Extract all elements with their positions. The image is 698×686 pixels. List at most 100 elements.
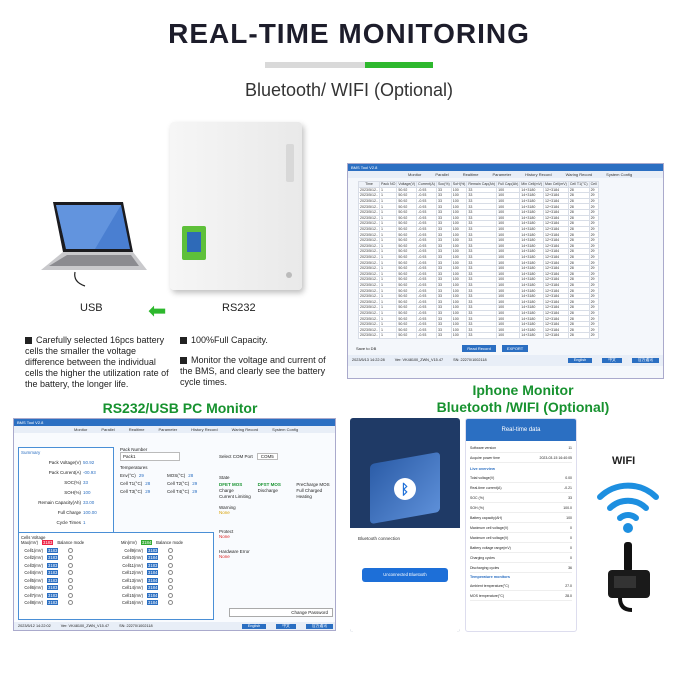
pack-number-label: Pack Number (120, 447, 148, 452)
table-cell: 2023/5/12.. (358, 186, 380, 194)
menu-item[interactable]: System Config (606, 172, 633, 177)
menu-item[interactable]: Realtime (462, 172, 479, 177)
menu-item[interactable]: History Record (191, 427, 218, 432)
cell-key: Cell16(mV) (122, 600, 143, 605)
state-item: Heating (296, 494, 312, 499)
summary-row: Remain Capacity(Ah)33.00 (21, 500, 111, 505)
export-button[interactable]: EXPORT (501, 345, 529, 352)
menu-item[interactable]: Waring Record (231, 427, 259, 432)
column-header[interactable]: Remain Cap(Ah) (466, 181, 498, 188)
summary-value: -00.93 (83, 470, 96, 475)
phone-data-value: 100.0 (563, 505, 572, 510)
bluetooth-connection-label: Bluetooth connection (358, 536, 401, 541)
column-header[interactable]: Voltage(V) (396, 181, 418, 188)
summary-key: Pack Current(A) (48, 470, 81, 475)
table-cell: 12+3184 (543, 304, 569, 311)
column-header[interactable]: SoH(%) (450, 181, 468, 188)
unconnected-bluetooth-button[interactable]: Unconnected Bluetooth (362, 568, 448, 582)
column-header[interactable]: Full Cap(Ah) (496, 181, 521, 188)
cell-row: Cell2(mV)3183 (21, 555, 111, 560)
cell-key: Cell13(mV) (122, 577, 143, 583)
cell-row: Cell6(mV)3183 (21, 585, 111, 590)
table-cell: 2023/5/12.. (358, 220, 380, 227)
change-password-button[interactable]: Change Password (229, 608, 333, 617)
menu-item[interactable]: Parameter (158, 427, 178, 432)
english-button[interactable]: English (241, 624, 267, 629)
comm-button[interactable]: 官方通讯 (305, 624, 333, 629)
menu-item[interactable]: Realtime (128, 427, 145, 432)
com-port-select[interactable]: COM5 (256, 453, 278, 460)
table-cell: 2023/5/12.. (358, 298, 380, 306)
column-header[interactable]: Min Cell(mV) (519, 181, 545, 188)
table-cell: 33 (435, 281, 452, 289)
balance-indicator-icon (168, 555, 174, 560)
table-cell: -0.93 (416, 264, 437, 272)
summary-value: 50.92 (83, 460, 95, 465)
phone-data-row: SOC (%)33 (470, 493, 572, 503)
summary-key: SOC(%) (64, 480, 81, 485)
table-cell: 2023/5/12.. (358, 197, 380, 205)
chinese-button[interactable]: 中文 (602, 358, 622, 363)
cell-key: Cell7(mV) (24, 592, 43, 598)
cell-value: 3183 (47, 600, 59, 605)
menu-item[interactable]: History Record (525, 172, 552, 177)
table-cell: 29 (588, 309, 599, 317)
phone-data-value: 36 (568, 565, 572, 570)
menu-item[interactable]: System Config (272, 427, 299, 432)
table-cell: 29 (588, 264, 599, 272)
menu-item[interactable]: Parallel (101, 427, 115, 432)
column-header[interactable]: Pack NO (378, 181, 398, 188)
protect-value: None (219, 534, 230, 539)
menu-item[interactable]: Waring Record (565, 172, 593, 177)
phone-data-key: Maximum cell voltage(V) (470, 525, 509, 530)
window-menu: Monitor Parallel Realtime Parameter History … (14, 426, 335, 433)
summary-row: SOC(%)33 (21, 480, 111, 485)
save-db-checkbox[interactable]: Save to DB (356, 346, 377, 351)
table-cell: -0.93 (416, 315, 437, 322)
balance-indicator-icon (68, 570, 74, 575)
phone-data-row: SOH (%)100.0 (470, 503, 572, 513)
menu-item[interactable]: Parallel (435, 172, 449, 177)
column-header[interactable]: Current(A) (416, 181, 437, 188)
column-header[interactable]: Soc(%) (435, 181, 452, 188)
phone-data-key: Software version (470, 445, 497, 450)
cell-value: 3184 (147, 600, 159, 605)
phone-data-key: Total voltage(V) (470, 475, 495, 480)
chinese-button[interactable]: 中文 (276, 624, 296, 629)
temperatures-title: Temperatures (120, 465, 148, 470)
wifi-label: WIFI (612, 455, 636, 467)
table-cell: 100 (496, 270, 521, 278)
menu-item[interactable]: Monitor (408, 172, 422, 177)
english-button[interactable]: English (567, 358, 593, 363)
table-cell: 12+3184 (543, 309, 569, 317)
read-record-button[interactable]: Read Record (462, 345, 496, 352)
bullet-square-icon (180, 337, 187, 345)
pack-number-select[interactable]: Pack1 (120, 452, 180, 461)
menu-item[interactable]: Parameter (492, 172, 512, 177)
comm-button[interactable]: 官方通讯 (631, 358, 659, 363)
column-header[interactable]: Max Cell(mV) (543, 181, 569, 188)
menu-item[interactable]: Monitor (74, 427, 88, 432)
column-header[interactable]: Cell T1(°C) (567, 181, 590, 188)
table-cell: 2023/5/12.. (358, 320, 380, 328)
cell-key: Cell4(mV) (24, 570, 43, 575)
